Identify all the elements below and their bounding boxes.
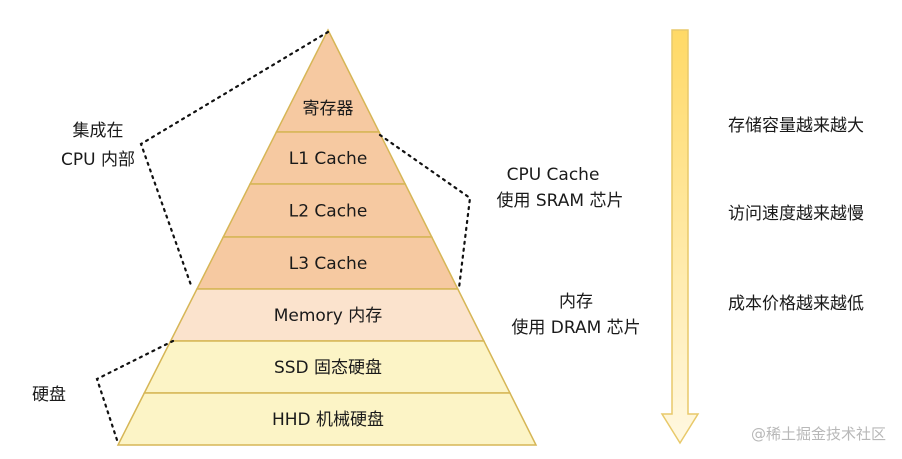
cpu-cache-label-line2: 使用 SRAM 芯片 [496,190,623,211]
trend-speed: 访问速度越来越慢 [728,203,864,224]
pyramid-level-label-5: Memory 内存 [274,306,383,326]
pyramid-level-label-3: L2 Cache [289,202,368,222]
cpu-internal-label-line2: CPU 内部 [61,150,135,170]
watermark: @稀土掘金技术社区 [751,425,886,443]
pyramid-level-label-4: L3 Cache [289,254,368,274]
connector-lines [95,30,472,445]
trend-arrow [660,29,700,445]
cpu-cache-connector [378,133,472,290]
pyramid-level-label-1: 寄存器 [303,99,354,119]
pyramid-level-label-6: SSD 固态硬盘 [274,358,382,378]
memory-label-line2: 使用 DRAM 芯片 [511,317,640,338]
disk-label: 硬盘 [32,385,66,405]
pyramid-level-7 [116,392,538,446]
pyramid-level-label-7: HHD 机械硬盘 [272,410,384,430]
trend-capacity: 存储容量越来越大 [728,116,864,136]
cpu-internal-connector [139,30,330,290]
cpu-cache-label-line1: CPU Cache [507,165,600,185]
trend-cost: 成本价格越来越低 [728,294,864,314]
pyramid-level-label-2: L1 Cache [289,149,368,169]
cpu-internal-label-line1: 集成在 [73,121,124,141]
memory-label-line1: 内存 [559,292,593,312]
disk-connector [95,339,175,445]
